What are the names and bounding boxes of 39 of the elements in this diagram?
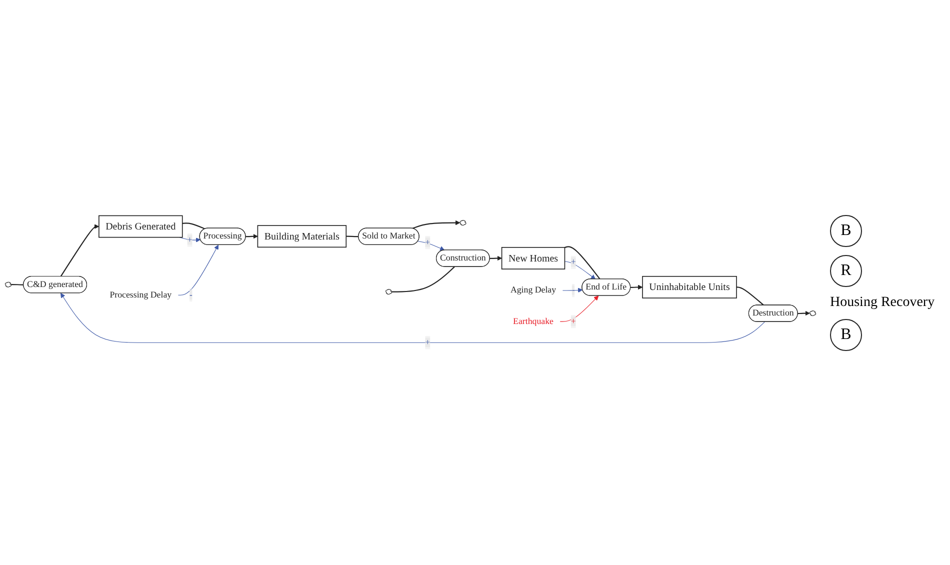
loop-name: Housing Recovery — [830, 294, 936, 310]
node-cloud — [385, 289, 392, 295]
node-cloud — [459, 220, 466, 226]
node-box: Uninhabitable Units — [642, 276, 736, 298]
node-text: Earthquake — [512, 316, 553, 326]
arrow — [489, 256, 502, 261]
arrow — [60, 292, 765, 343]
edge-label: - — [188, 290, 192, 300]
node-box: Debris Generated — [98, 215, 182, 238]
arrow — [417, 240, 444, 251]
node-box: New Homes — [500, 247, 565, 270]
connector — [391, 266, 454, 292]
arrow — [564, 261, 596, 280]
arrow — [177, 244, 218, 296]
arrow — [630, 284, 642, 290]
connector — [346, 236, 358, 238]
connector — [10, 284, 24, 286]
arrow — [797, 310, 810, 316]
arrow — [559, 296, 598, 322]
arrow — [245, 234, 258, 239]
node-cloud — [4, 282, 11, 288]
connector — [564, 246, 600, 280]
edge-label: + — [424, 338, 430, 348]
edge-label: + — [570, 316, 576, 326]
node-cloud — [809, 310, 816, 316]
node-text: Processing Delay — [109, 290, 172, 300]
edge-label: + — [570, 257, 576, 267]
arrow — [412, 220, 460, 229]
arrow — [60, 224, 99, 277]
edge-label: - — [571, 286, 574, 295]
connector — [736, 286, 764, 306]
edge-label: + — [424, 238, 430, 248]
loop-marker: R — [830, 254, 862, 286]
connector — [182, 222, 205, 230]
node-text: Aging Delay — [510, 286, 556, 295]
edge-label: + — [186, 235, 192, 245]
node-box: Building Materials — [256, 225, 346, 248]
loop-marker: B — [830, 318, 862, 350]
loop-marker: B — [830, 214, 862, 246]
